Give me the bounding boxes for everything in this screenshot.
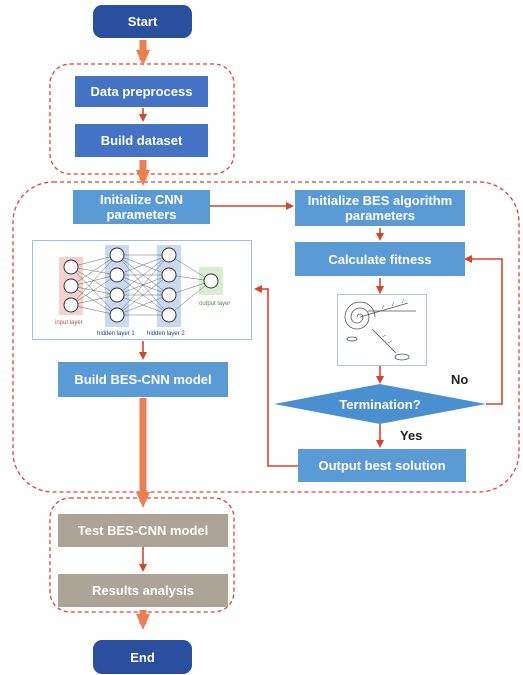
initialize-bes-box: Initialize BES algorithm parameters [295,190,465,226]
tick-marks [381,298,405,344]
hidden-layer-2-label: hidden layer 2 [147,331,185,337]
output-best-solution-box: Output best solution [298,449,466,482]
calculate-fitness-box: Calculate fitness [295,242,465,276]
neural-network-diagram: input layer hidden layer 1 hidden layer … [55,245,230,337]
test-bes-cnn-model-box: Test BES-CNN model [58,514,228,547]
yes-label: Yes [400,428,423,443]
termination-diamond [274,384,486,424]
build-bes-cnn-model-box: Build BES-CNN model [58,362,228,397]
connection-lines [70,254,212,316]
dive-path [371,328,397,354]
termination-label: Termination? [339,396,421,412]
start-ellipse [346,336,358,342]
bes-search-sketch [344,298,416,361]
arrow-no-loop-to-fitness [464,255,503,405]
output-layer-label: output layer [199,301,230,307]
start-node: Start [93,5,192,38]
optimization-group-frame [12,181,520,493]
arrow-output-to-network [254,285,298,467]
initialize-cnn-box: Initialize CNN parameters [73,190,210,224]
results-analysis-box: Results analysis [58,574,228,607]
target-ellipse [394,353,410,361]
neural-network-panel: input layer hidden layer 1 hidden layer … [32,240,252,340]
build-dataset-box: Build dataset [75,124,208,157]
search-ray-1 [359,302,409,318]
neuron-nodes [63,247,219,323]
no-label: No [451,372,469,387]
input-layer-label: input layer [55,320,83,326]
spiral-path [344,301,376,330]
data-preprocess-box: Data preprocess [75,76,208,107]
bes-search-illustration [337,294,427,366]
end-node: End [93,640,192,674]
hidden-layer-1-label: hidden layer 1 [97,331,135,337]
